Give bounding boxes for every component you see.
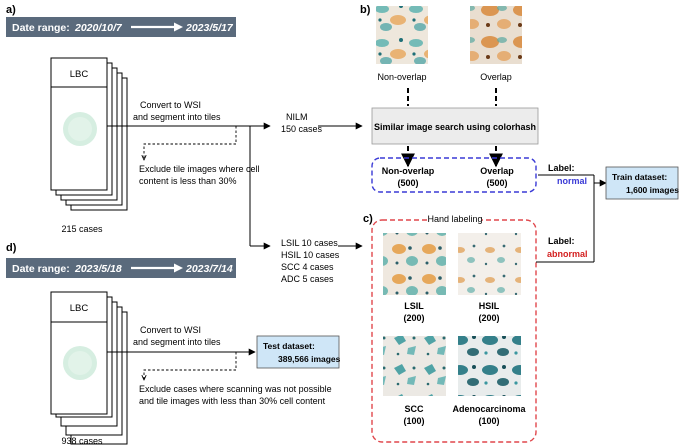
panel-a-exclude-line2: content is less than 30% bbox=[139, 176, 237, 186]
adenocarcinoma-count: (100) bbox=[478, 416, 499, 426]
banner-d-prefix: Date range: bbox=[12, 263, 70, 275]
scc-label: SCC bbox=[404, 404, 424, 414]
hsil-count: (200) bbox=[478, 313, 499, 323]
group-overlap-count: (500) bbox=[486, 178, 507, 188]
adenocarcinoma-image bbox=[458, 336, 521, 396]
search-box-label: Similar image search using colorhash bbox=[374, 122, 536, 132]
panel-a-step-line1: Convert to WSI bbox=[140, 100, 201, 110]
nilm-label: NILM bbox=[286, 112, 308, 122]
panel-a-exclude-line1: Exclude tile images where cell bbox=[139, 164, 260, 174]
panel-a-date-banner: Date range: 2020/10/7 2023/5/17 bbox=[6, 17, 236, 37]
slide-label: LBC bbox=[70, 69, 89, 80]
label-abnormal: abnormal bbox=[547, 249, 588, 259]
group-overlap: Overlap bbox=[480, 166, 514, 176]
scc-count: (100) bbox=[403, 416, 424, 426]
panel-a-step-line2: and segment into tiles bbox=[133, 112, 221, 122]
banner-d-start-date: 2023/5/18 bbox=[74, 263, 122, 275]
panel-c-letter: c) bbox=[363, 213, 373, 225]
nilm-cases: 150 cases bbox=[281, 124, 323, 134]
lsil-count: (200) bbox=[403, 313, 424, 323]
label-abnormal-prefix: Label: bbox=[548, 236, 575, 246]
lsil-image bbox=[383, 233, 446, 295]
non-overlap-caption: Non-overlap bbox=[377, 72, 426, 82]
banner-prefix: Date range: bbox=[12, 22, 70, 34]
train-dataset-title: Train dataset: bbox=[612, 172, 667, 182]
train-dataset-box: Train dataset: 1,600 images bbox=[605, 166, 679, 200]
label-normal: normal bbox=[557, 176, 587, 186]
overlap-caption: Overlap bbox=[480, 72, 512, 82]
panel-d-date-banner: Date range: 2023/5/18 2023/7/14 bbox=[6, 258, 236, 278]
panel-d-letter: d) bbox=[6, 242, 17, 254]
panel-d-exclude-line1: Exclude cases where scanning was not pos… bbox=[139, 384, 332, 394]
panel-d-exclude-line2: and tile images with less than 30% cell … bbox=[139, 396, 326, 406]
non-overlap-image bbox=[376, 6, 428, 64]
slide-d-label: LBC bbox=[70, 303, 89, 314]
colorhash-search-box: Similar image search using colorhash bbox=[371, 107, 539, 145]
test-dataset-box: Test dataset: 389,566 images bbox=[256, 335, 341, 369]
abnormal-case-lsil: LSIL 10 cases bbox=[281, 238, 338, 248]
panel-d-step-line2: and segment into tiles bbox=[133, 337, 221, 347]
panel-b-letter: b) bbox=[360, 4, 371, 16]
abnormal-case-adc: ADC 5 cases bbox=[281, 274, 334, 284]
panel-d-slide-stack: LBC bbox=[50, 291, 128, 445]
banner-start-date: 2020/10/7 bbox=[74, 22, 123, 34]
banner-end-date: 2023/5/17 bbox=[185, 22, 234, 34]
test-dataset-count: 389,566 images bbox=[278, 354, 341, 364]
panel-d-cases: 938 cases bbox=[61, 436, 103, 446]
panel-a-letter: a) bbox=[6, 4, 16, 16]
overlap-image bbox=[470, 6, 522, 64]
adenocarcinoma-label: Adenocarcinoma bbox=[452, 404, 526, 414]
hand-labeling-title: Hand labeling bbox=[427, 214, 482, 224]
banner-d-end-date: 2023/7/14 bbox=[185, 263, 233, 275]
label-normal-prefix: Label: bbox=[548, 163, 575, 173]
hsil-image bbox=[458, 233, 521, 295]
group-non-overlap-count: (500) bbox=[397, 178, 418, 188]
panel-a-slide-stack: LBC bbox=[50, 57, 128, 211]
panel-a-cases: 215 cases bbox=[61, 224, 103, 234]
lsil-label: LSIL bbox=[404, 301, 424, 311]
normal-group-box bbox=[371, 157, 537, 193]
abnormal-case-scc: SCC 4 cases bbox=[281, 262, 334, 272]
test-dataset-title: Test dataset: bbox=[263, 341, 315, 351]
hsil-label: HSIL bbox=[479, 301, 500, 311]
train-dataset-count: 1,600 images bbox=[626, 185, 679, 195]
abnormal-case-hsil: HSIL 10 cases bbox=[281, 250, 340, 260]
scc-image bbox=[383, 336, 446, 396]
panel-d-step-line1: Convert to WSI bbox=[140, 325, 201, 335]
group-non-overlap: Non-overlap bbox=[382, 166, 435, 176]
